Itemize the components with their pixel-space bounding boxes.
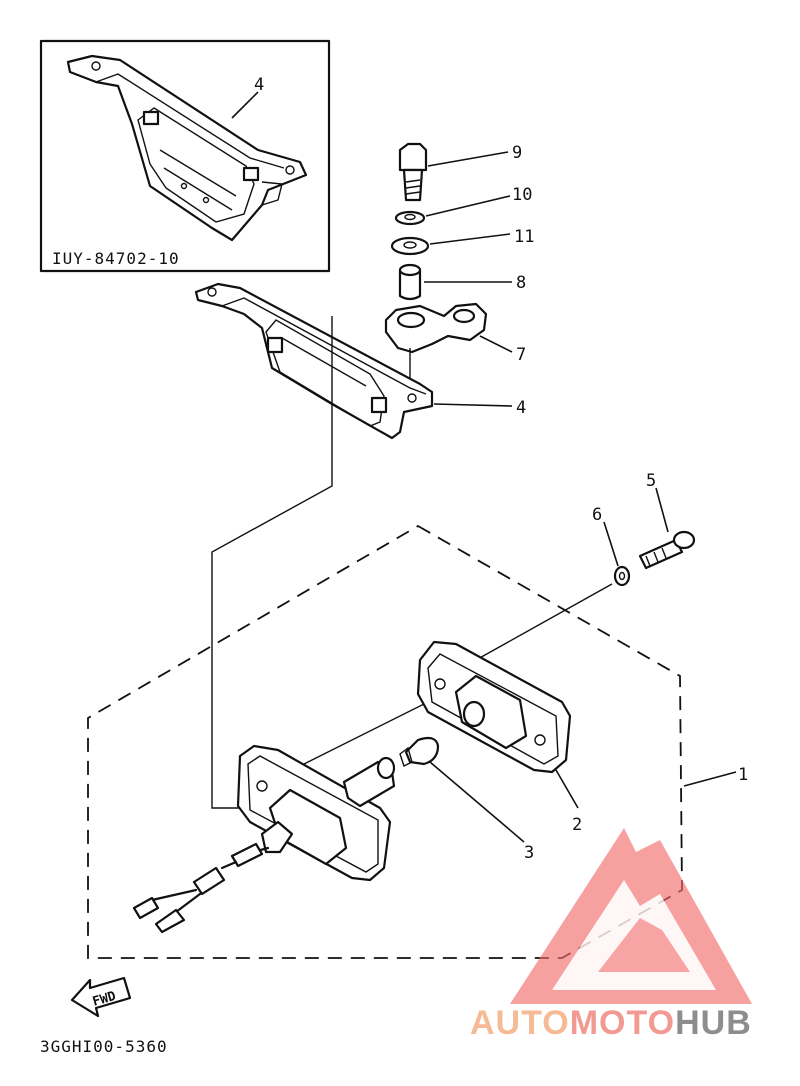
leader-1 xyxy=(683,771,737,787)
leader-4-inset xyxy=(231,91,259,119)
fwd-arrow-icon: FWD xyxy=(70,976,132,1018)
leader-6 xyxy=(603,521,619,567)
leader-3 xyxy=(429,761,525,843)
callout-2: 2 xyxy=(572,815,582,835)
leader-2 xyxy=(555,769,579,809)
callout-10: 10 xyxy=(512,185,532,205)
fwd-label: FWD xyxy=(91,989,118,1010)
spring-washer-10 xyxy=(394,210,426,226)
callout-4-main: 4 xyxy=(516,398,526,418)
callout-11: 11 xyxy=(514,227,534,247)
lens-2 xyxy=(416,640,572,774)
callout-5: 5 xyxy=(646,471,656,491)
screw-5 xyxy=(638,530,696,570)
callout-6: 6 xyxy=(592,505,602,525)
leader-4-main xyxy=(433,403,513,407)
callout-8: 8 xyxy=(516,273,526,293)
callout-4-inset: 4 xyxy=(254,75,264,95)
stay-7 xyxy=(384,302,488,354)
diagram-code: 3GGHI00-5360 xyxy=(40,1037,168,1056)
license-bracket-4 xyxy=(194,282,434,440)
inset-bracket-drawing xyxy=(66,54,308,242)
wire-harness xyxy=(132,820,294,934)
bolt-9 xyxy=(398,142,428,202)
inset-frame xyxy=(39,39,331,273)
bulb-socket xyxy=(342,756,396,808)
plain-washer-11 xyxy=(390,236,430,256)
leader-9 xyxy=(427,151,509,167)
watermark-auto: AUTO xyxy=(470,1004,570,1042)
bulb-3 xyxy=(399,736,440,767)
watermark-text: AUTOMOTOHUB xyxy=(470,1004,752,1042)
watermark-moto: MOTO xyxy=(570,1004,675,1042)
callout-3: 3 xyxy=(524,843,534,863)
inset-part-number: IUY-84702-10 xyxy=(52,249,180,268)
callout-7: 7 xyxy=(516,345,526,365)
collar-8 xyxy=(398,263,422,301)
leader-5 xyxy=(655,487,669,533)
lamp-housing xyxy=(236,744,392,882)
washer-6 xyxy=(613,565,631,587)
inset-panel: 4 IUY-84702-10 xyxy=(39,39,331,273)
leader-11 xyxy=(429,233,511,245)
leader-10 xyxy=(425,195,511,217)
watermark-hub: HUB xyxy=(675,1004,752,1042)
callout-1: 1 xyxy=(738,765,748,785)
callout-9: 9 xyxy=(512,143,522,163)
leader-7 xyxy=(479,335,513,353)
watermark-logo: AUTOMOTOHUB xyxy=(470,828,752,1042)
